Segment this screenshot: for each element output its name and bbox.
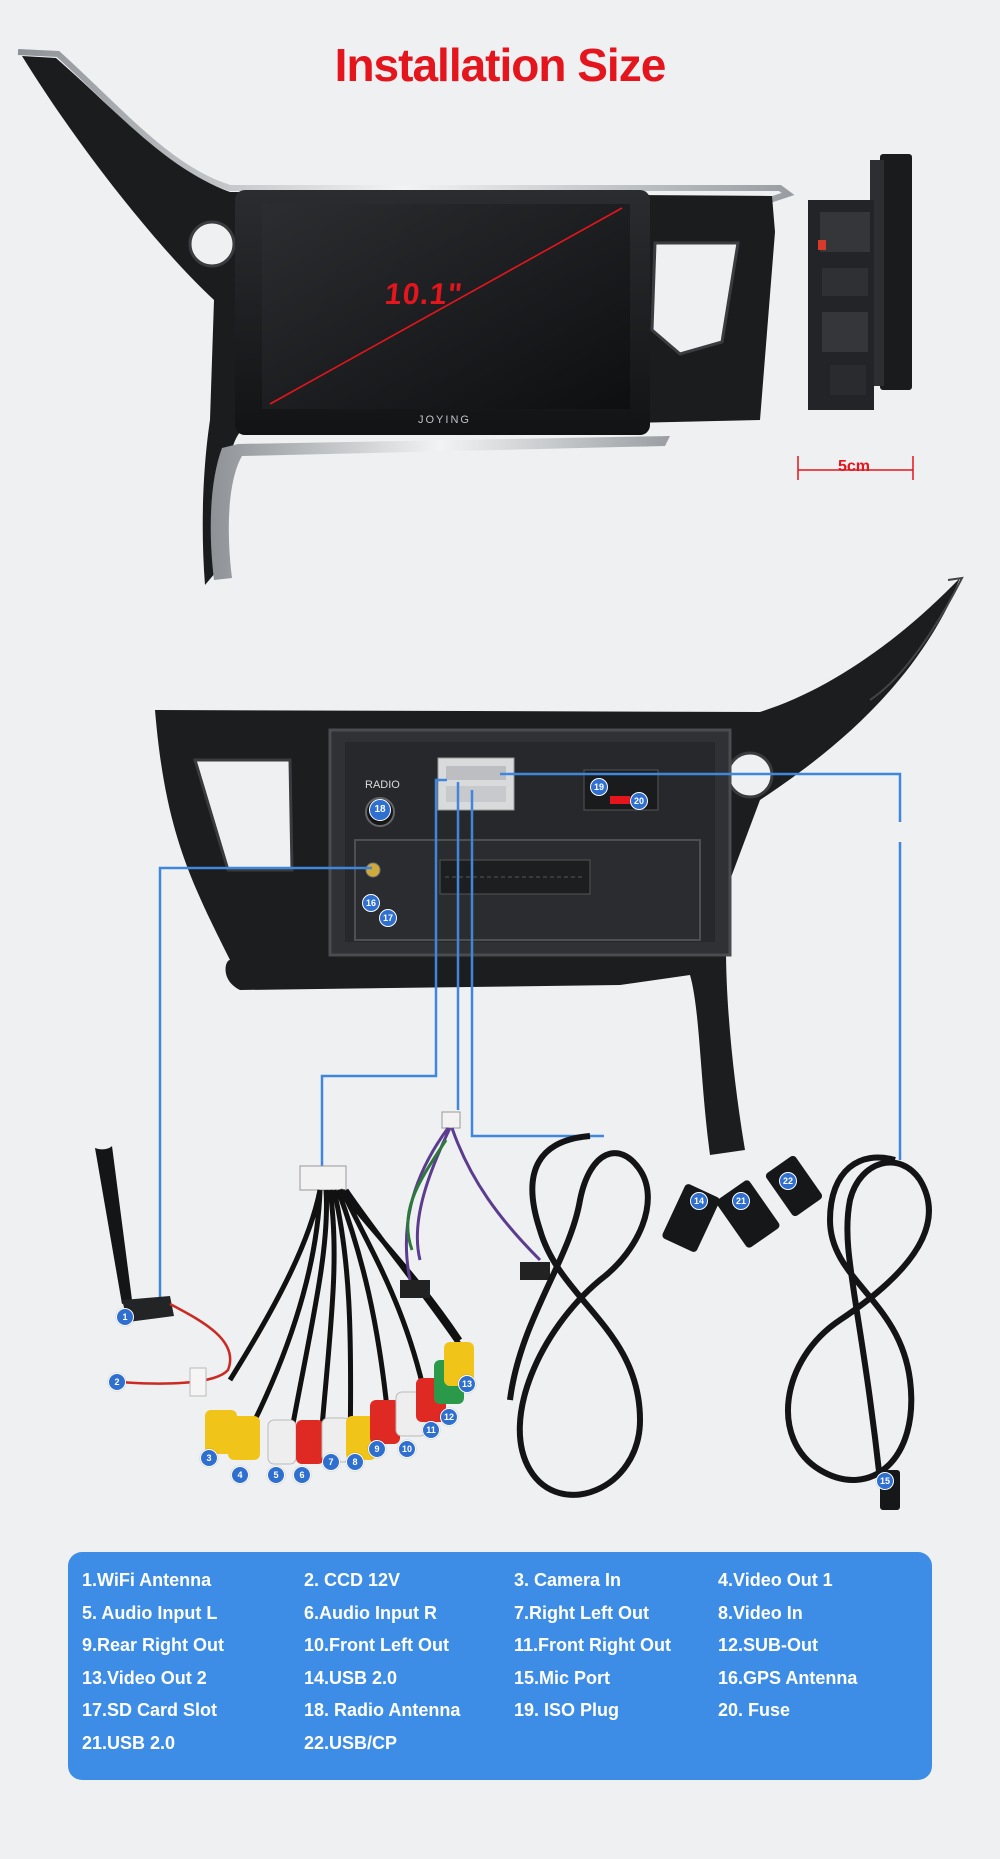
legend-item-17: 17.SD Card Slot xyxy=(82,1700,218,1720)
marker-10: 10 xyxy=(398,1440,416,1458)
legend-item-16: 16.GPS Antenna xyxy=(718,1667,858,1688)
head-unit-screen xyxy=(235,190,650,435)
legend-item-10: 10.Front Left Out xyxy=(304,1635,449,1655)
marker-11: 11 xyxy=(422,1421,440,1439)
marker-22: 22 xyxy=(779,1172,797,1190)
marker-19: 19 xyxy=(590,778,608,796)
legend-item-11: 11.Front Right Out xyxy=(514,1635,671,1655)
legend-item-1: 1.WiFi Antenna xyxy=(82,1570,212,1590)
legend-grid: 1.WiFi Antenna 2. CCD 12V 3. Camera In 4… xyxy=(82,1570,928,1765)
legend-item-2: 2. CCD 12V xyxy=(304,1570,401,1590)
legend-item-7: 7.Right Left Out xyxy=(514,1602,649,1623)
leader-lines xyxy=(158,772,902,1312)
marker-18: 18 xyxy=(369,799,391,821)
marker-9: 9 xyxy=(368,1440,386,1458)
screen-size-label: 10.1" xyxy=(383,278,465,311)
legend-item-14: 14.USB 2.0 xyxy=(304,1667,398,1688)
marker-6: 6 xyxy=(293,1466,311,1484)
marker-2: 2 xyxy=(108,1373,126,1391)
rear-panel-frame xyxy=(155,576,964,1155)
marker-14: 14 xyxy=(690,1192,708,1210)
marker-5: 5 xyxy=(267,1466,285,1484)
diagonal-measure-line xyxy=(269,207,623,405)
marker-20: 20 xyxy=(630,792,648,810)
usb-cable-2 xyxy=(716,1154,932,1510)
legend-panel: 1.WiFi Antenna 2. CCD 12V 3. Camera In 4… xyxy=(68,1552,932,1780)
marker-1: 1 xyxy=(116,1308,134,1326)
legend-item-15: 15.Mic Port xyxy=(514,1667,611,1688)
wifi-antenna xyxy=(95,1146,232,1385)
legend-item-19: 19. ISO Plug xyxy=(514,1700,620,1720)
marker-13: 13 xyxy=(458,1375,476,1393)
depth-dimension-label: 5cm xyxy=(838,458,871,475)
marker-21: 21 xyxy=(732,1192,750,1210)
legend-item-8: 8.Video In xyxy=(718,1602,803,1623)
legend-item-5: 5. Audio Input L xyxy=(82,1602,218,1623)
brand-logo-text: JOYING xyxy=(418,414,471,426)
legend-item-4: 4.Video Out 1 xyxy=(718,1570,833,1590)
side-view-unit xyxy=(797,154,914,480)
legend-item-12: 12.SUB-Out xyxy=(718,1635,819,1655)
marker-12: 12 xyxy=(440,1408,458,1426)
legend-item-9: 9.Rear Right Out xyxy=(82,1635,225,1655)
usb-cable-1 xyxy=(507,1133,720,1498)
marker-3: 3 xyxy=(200,1449,218,1467)
radio-port-label: RADIO xyxy=(365,779,400,791)
marker-16: 16 xyxy=(362,894,380,912)
rca-harness xyxy=(189,1165,474,1465)
legend-item-20: 20. Fuse xyxy=(718,1700,791,1720)
marker-4: 4 xyxy=(231,1466,249,1484)
marker-7: 7 xyxy=(322,1453,340,1471)
legend-item-22: 22.USB/CP xyxy=(304,1732,398,1753)
marker-17: 17 xyxy=(379,909,397,927)
page-title: Installation Size xyxy=(334,39,667,91)
legend-item-6: 6.Audio Input R xyxy=(304,1602,437,1623)
legend-item-18: 18. Radio Antenna xyxy=(304,1700,461,1720)
legend-item-13: 13.Video Out 2 xyxy=(82,1667,207,1688)
legend-item-3: 3. Camera In xyxy=(514,1570,622,1590)
legend-item-21: 21.USB 2.0 xyxy=(82,1732,176,1753)
marker-8: 8 xyxy=(346,1453,364,1471)
marker-15: 15 xyxy=(876,1472,894,1490)
key-harness xyxy=(400,1111,550,1298)
